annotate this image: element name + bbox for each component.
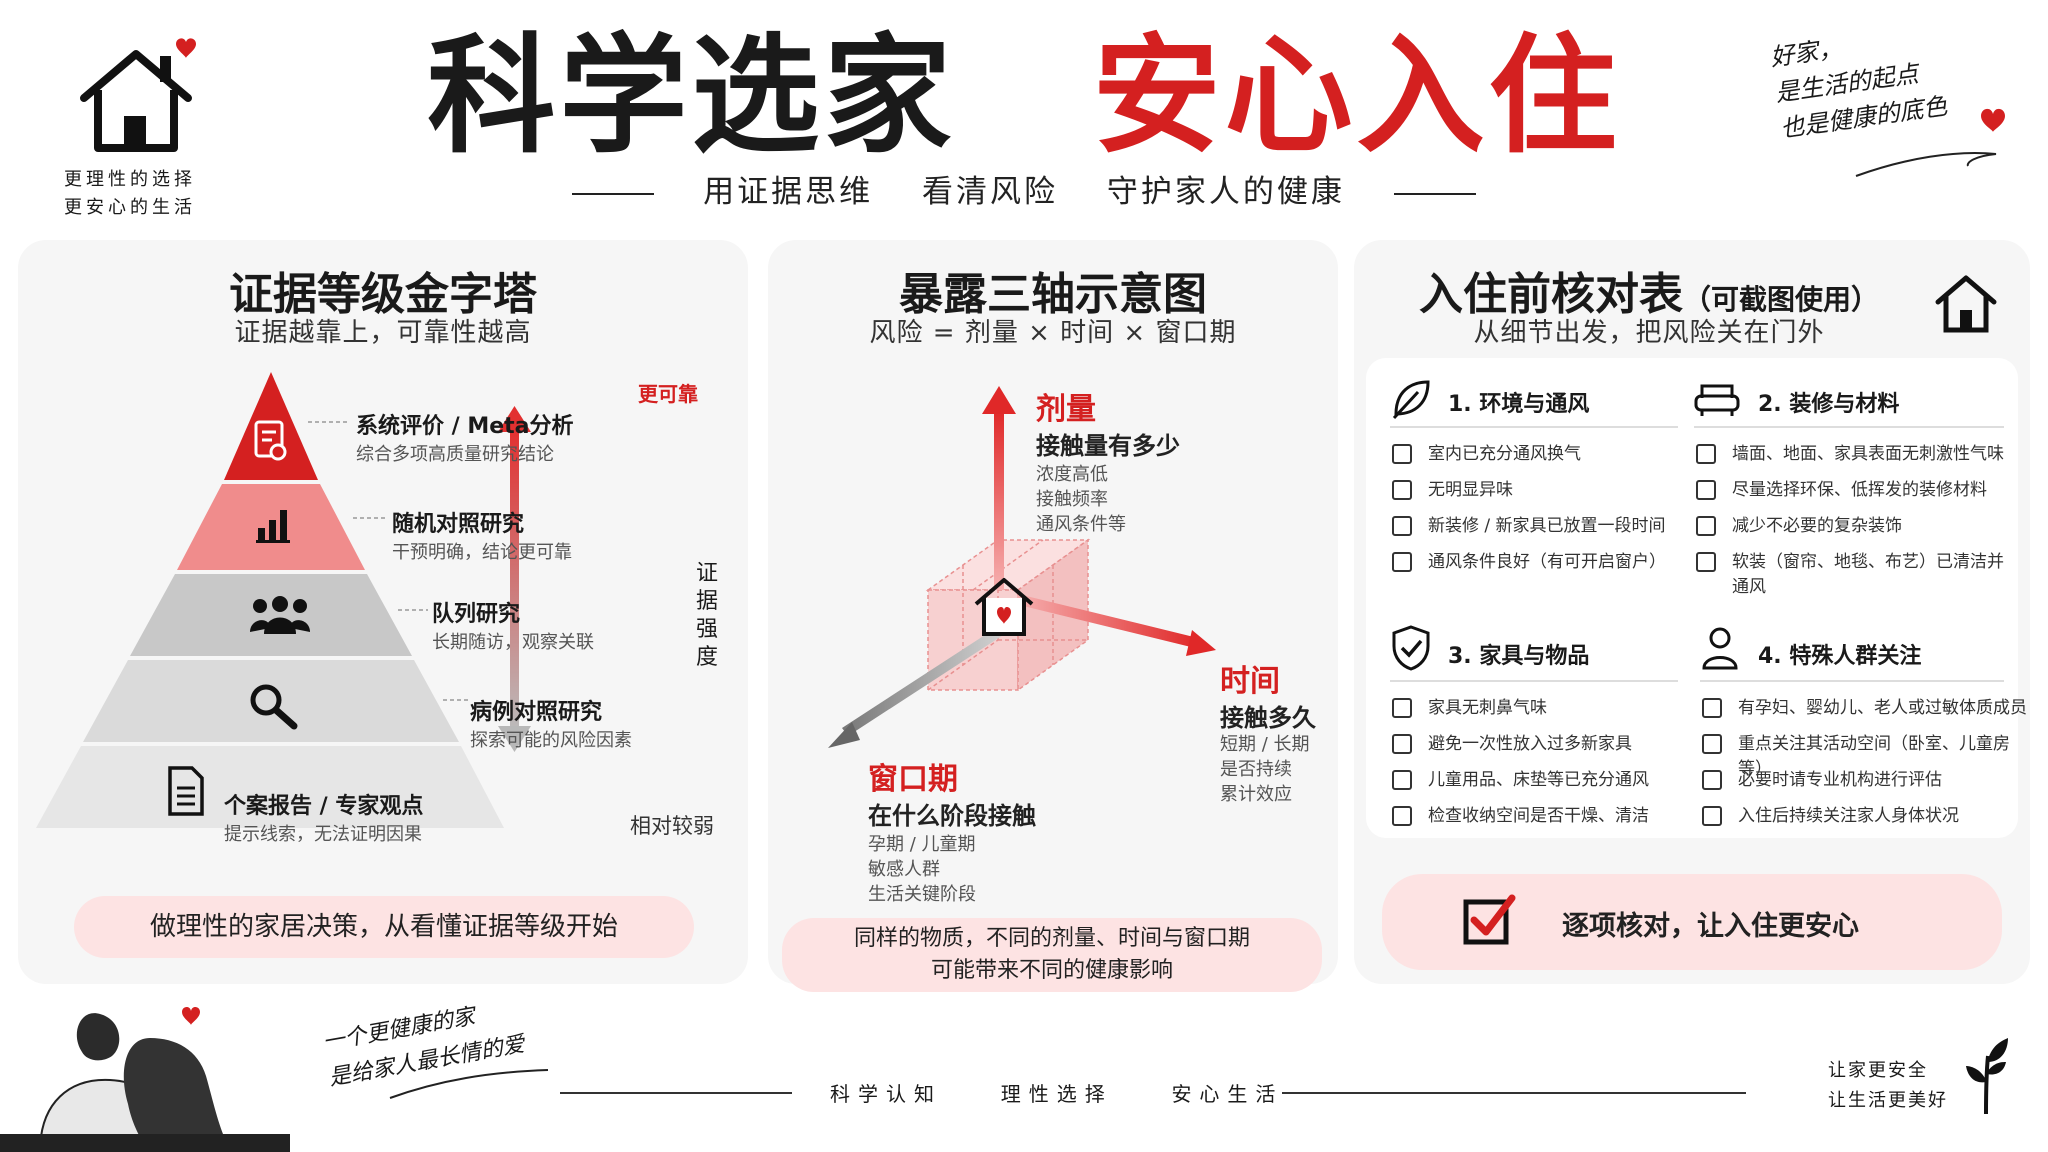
shield-check-icon xyxy=(1392,625,1430,671)
panel-title: 入住前核对表（可截图使用） xyxy=(1418,269,1879,320)
panel-subtitle: 风险 = 剂量 × 时间 × 窗口期 xyxy=(869,318,1237,348)
panel-title: 证据等级金字塔 xyxy=(229,269,537,320)
window-title: 窗口期 xyxy=(868,762,958,797)
checkbox-4-3[interactable] xyxy=(1702,770,1722,790)
level-5-title: 个案报告 / 专家观点 xyxy=(224,794,424,819)
exposure-axes-panel: 暴露三轴示意图 风险 = 剂量 × 时间 × 窗口期 xyxy=(768,240,1338,992)
sofa-icon xyxy=(1694,384,1740,416)
checklist-card xyxy=(1366,358,2018,838)
checkbox-4-1[interactable] xyxy=(1702,698,1722,718)
evidence-pyramid-panel: 证据等级金字塔 证据越靠上，可靠性越高 xyxy=(18,240,748,984)
document-seal-icon xyxy=(254,420,287,461)
checkbox-3-4[interactable] xyxy=(1392,806,1412,826)
checkbox-4-4[interactable] xyxy=(1702,806,1722,826)
checkbox-3-1[interactable] xyxy=(1392,698,1412,718)
level-1-title: 系统评价 / Meta分析 xyxy=(356,414,574,439)
checkbox-3-3[interactable] xyxy=(1392,770,1412,790)
house-heart-icon xyxy=(974,578,1034,636)
note-heart-icon xyxy=(1855,108,2005,177)
bar-chart-icon xyxy=(256,510,290,543)
window-question: 在什么阶段接触 xyxy=(868,802,1036,830)
pyramid-tier-4 xyxy=(83,660,459,742)
checkbox-2-4[interactable] xyxy=(1696,552,1716,572)
arrow-top-label: 更可靠 xyxy=(638,382,698,406)
panel-subtitle: 从细节出发，把风险关在门外 xyxy=(1473,318,1825,348)
checkbox-4-2[interactable] xyxy=(1702,734,1722,754)
pyramid-tier-1 xyxy=(224,372,318,480)
person-icon xyxy=(1702,627,1738,670)
people-icon xyxy=(250,596,310,634)
pyramid-tier-3 xyxy=(130,574,412,656)
dose-axis xyxy=(994,410,1004,590)
checkbox-3-2[interactable] xyxy=(1392,734,1412,754)
three-axis-diagram xyxy=(828,386,1216,748)
checkbox-2-3[interactable] xyxy=(1696,516,1716,536)
checkbox-1-3[interactable] xyxy=(1392,516,1412,536)
level-3-title: 队列研究 xyxy=(432,602,521,627)
magnifier-icon xyxy=(250,684,298,730)
exposure-footer: 同样的物质，不同的剂量、时间与窗口期 可能带来不同的健康影响 xyxy=(782,918,1322,992)
window-axis xyxy=(842,620,1014,736)
checkbox-2-2[interactable] xyxy=(1696,480,1716,500)
checked-box-icon xyxy=(1463,894,1516,945)
section-2-heading: 2. 装修与材料 xyxy=(1758,392,1900,417)
time-details: 短期 / 长期 是否持续 累计效应 xyxy=(1220,734,1310,805)
strength-arrow xyxy=(510,430,519,730)
panel-subtitle: 证据越靠上，可靠性越高 xyxy=(234,318,532,348)
dose-title: 剂量 xyxy=(1036,392,1096,427)
title-black: 科学选家 xyxy=(427,22,956,171)
couple-illustration xyxy=(0,1006,290,1152)
checkbox-2-1[interactable] xyxy=(1696,444,1716,464)
footer-motto: 科学认知 理性选择 安心生活 xyxy=(830,1082,1284,1106)
brand-logo xyxy=(76,36,206,156)
checkbox-1-2[interactable] xyxy=(1392,480,1412,500)
arrow-axis-label: 证据强度 xyxy=(695,561,718,670)
window-details: 孕期 / 儿童期 敏感人群 生活关键阶段 xyxy=(868,834,976,905)
panel-title: 暴露三轴示意图 xyxy=(899,269,1207,320)
time-title: 时间 xyxy=(1220,664,1280,699)
level-2-title: 随机对照研究 xyxy=(392,512,525,537)
checklist-panel: 入住前核对表（可截图使用） 从细节出发，把风险关在门外 1. 环境与通风 室内已… xyxy=(1354,240,2030,984)
level-5-desc: 提示线索，无法证明因果 xyxy=(224,824,422,845)
level-1-desc: 综合多项高质量研究结论 xyxy=(356,444,554,465)
section-3-heading: 3. 家具与物品 xyxy=(1448,644,1590,669)
logo-caption: 更理性的选择 更安心的生活 xyxy=(64,169,196,218)
footer-right-text: 让家更安全 让生活更美好 xyxy=(1828,1060,1948,1111)
checkbox-1-1[interactable] xyxy=(1392,444,1412,464)
document-icon xyxy=(168,766,204,816)
pyramid-tier-5 xyxy=(36,746,504,828)
checklist-footer: 逐项核对，让入住更安心 xyxy=(1382,874,2002,970)
checkbox-1-4[interactable] xyxy=(1392,552,1412,572)
level-2-desc: 干预明确，结论更可靠 xyxy=(392,542,572,563)
page-title: 科学选家 安心入住 xyxy=(0,22,2048,172)
house-logo-icon xyxy=(80,38,196,152)
level-4-title: 病例对照研究 xyxy=(470,700,603,725)
level-3-desc: 长期随访，观察关联 xyxy=(432,632,594,653)
pyramid-graphic xyxy=(36,372,531,828)
dose-question: 接触量有多少 xyxy=(1036,432,1180,460)
level-4-desc: 探索可能的风险因素 xyxy=(470,730,632,751)
leaf-icon xyxy=(1392,380,1430,420)
arrow-bottom-label: 相对较弱 xyxy=(630,814,714,838)
title-red: 安心入住 xyxy=(1092,22,1621,171)
page-subtitle: 用证据思维 看清风险 守护家人的健康 xyxy=(0,166,2048,211)
sprout-icon xyxy=(1966,1038,2008,1115)
time-question: 接触多久 xyxy=(1220,704,1316,732)
house-icon xyxy=(1935,275,1997,333)
section-1-heading: 1. 环境与通风 xyxy=(1448,392,1590,417)
section-4-heading: 4. 特殊人群关注 xyxy=(1758,644,1922,669)
time-axis xyxy=(1015,594,1198,648)
dose-details: 浓度高低 接触频率 通风条件等 xyxy=(1036,464,1126,535)
pyramid-footer: 做理性的家居决策，从看懂证据等级开始 xyxy=(74,896,694,958)
